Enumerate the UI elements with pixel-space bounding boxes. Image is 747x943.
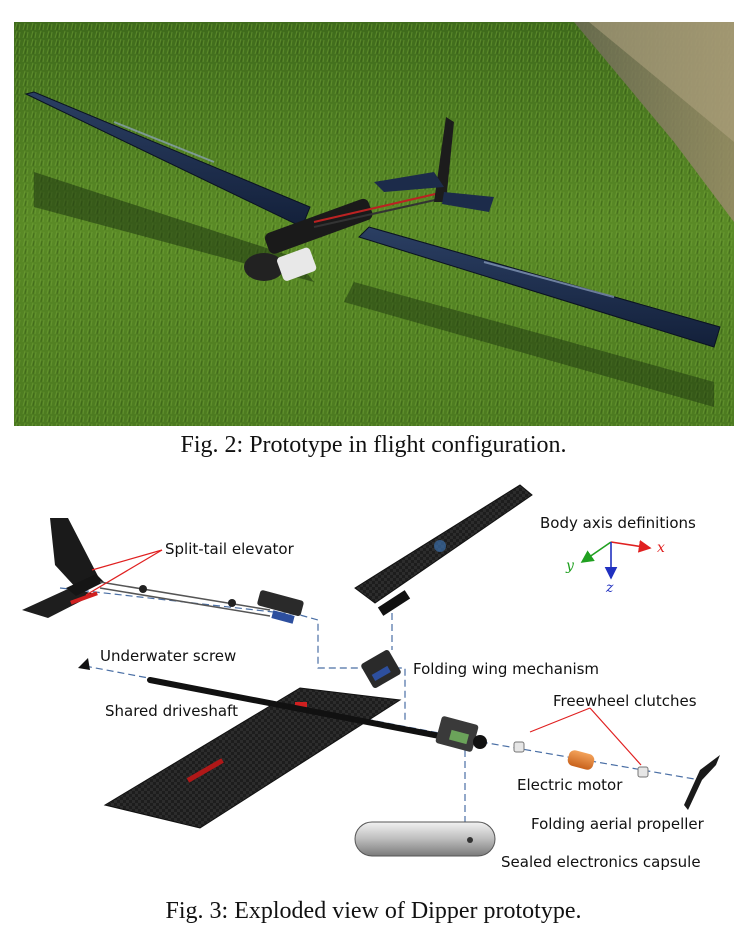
- electric-motor: [567, 750, 595, 770]
- lower-wing: [103, 687, 402, 829]
- figure-3-caption: Fig. 3: Exploded view of Dipper prototyp…: [165, 898, 582, 924]
- label-shared-driveshaft: Shared driveshaft: [105, 702, 238, 720]
- photo-right-wing: [358, 226, 721, 348]
- axis-label-z: z: [606, 580, 614, 596]
- freewheel-clutch-1: [513, 741, 525, 753]
- exploded-view-diagram: Split-tail elevator Body axis definition…: [0, 470, 747, 890]
- sealed-electronics-capsule: [354, 821, 496, 857]
- tail-elevator: [22, 588, 95, 618]
- underwater-screw: [78, 658, 90, 670]
- folding-aerial-propeller: [684, 755, 720, 810]
- tail-fin: [50, 518, 100, 590]
- folding-wing-mechanism: [361, 649, 401, 689]
- label-underwater-screw: Underwater screw: [100, 647, 237, 665]
- tail-servo-mount: [257, 590, 304, 617]
- label-folding-wing-mechanism: Folding wing mechanism: [413, 660, 600, 678]
- label-electric-motor: Electric motor: [517, 776, 623, 794]
- label-sealed-electronics-capsule: Sealed electronics capsule: [501, 853, 701, 871]
- freewheel-clutch-2: [637, 766, 649, 778]
- axis-label-x: x: [657, 540, 665, 556]
- label-folding-aerial-propeller: Folding aerial propeller: [531, 815, 704, 833]
- prototype-photo: [14, 22, 734, 426]
- body-axis-triad: [580, 539, 652, 580]
- figure-2-caption: Fig. 2: Prototype in flight configuratio…: [180, 432, 567, 458]
- axis-label-y: y: [566, 558, 574, 574]
- driveshaft: [147, 677, 453, 741]
- label-freewheel-clutches: Freewheel clutches: [553, 692, 697, 710]
- photo-left-wing: [24, 91, 311, 228]
- label-body-axis-definitions: Body axis definitions: [540, 514, 696, 532]
- label-split-tail-elevator: Split-tail elevator: [165, 540, 294, 558]
